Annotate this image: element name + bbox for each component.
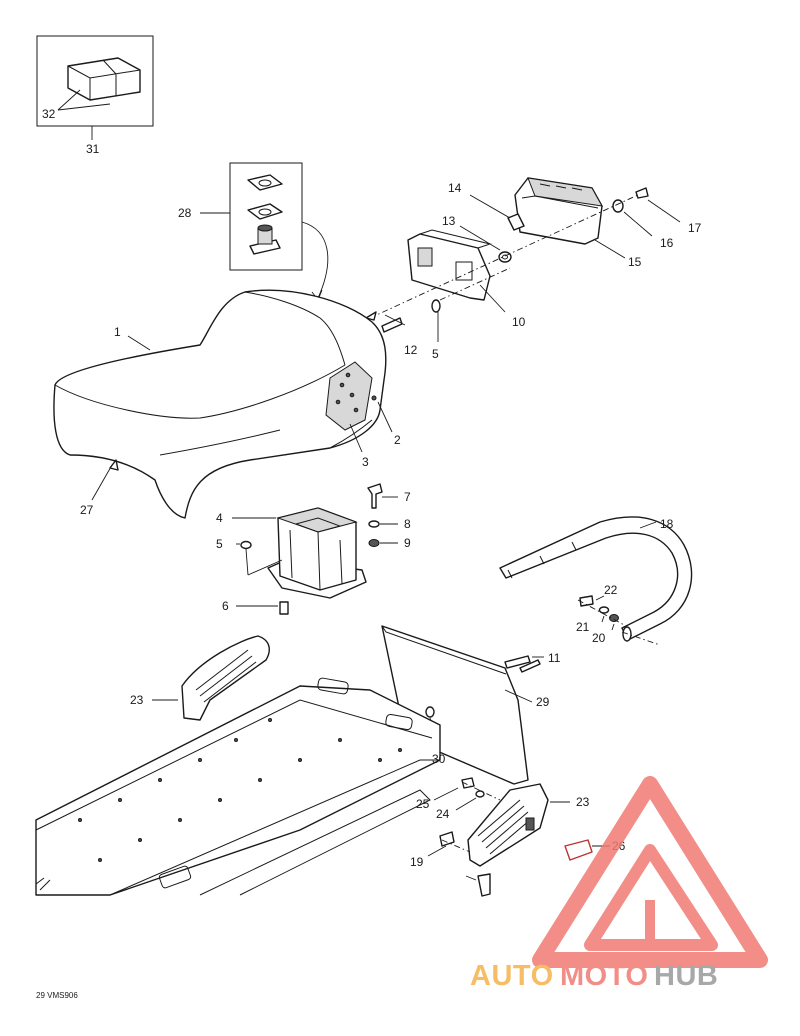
callout-17: 17 [688,221,702,235]
callout-9: 9 [404,536,411,550]
inset-box-31 [36,35,154,140]
storage-box [232,483,398,615]
callout-15: 15 [628,255,642,269]
callout-8: 8 [404,517,411,531]
inset-box-28 [200,162,329,301]
grab-handle [499,516,693,646]
seat [53,194,681,519]
callout-23-right: 23 [576,795,590,809]
taillight-assembly [365,177,649,333]
drawing-code: 29 VMS906 [36,991,78,1000]
callout-31: 31 [86,142,100,156]
callout-13: 13 [442,214,456,228]
callout-6: 6 [222,599,229,613]
callout-25: 25 [416,797,430,811]
tunnel-chassis [35,677,441,896]
callout-27: 27 [80,503,94,517]
callout-11: 11 [548,651,561,665]
callout-22: 22 [604,583,618,597]
watermark-text-moto: MOTO [560,960,648,992]
callout-24: 24 [436,807,450,821]
callout-29: 29 [536,695,550,709]
callout-18: 18 [660,517,674,531]
callout-1: 1 [114,325,121,339]
watermark-text-hub: HUB [654,960,718,992]
callout-14: 14 [448,181,462,195]
callout-30: 30 [432,752,446,766]
watermark-text-auto: AUTO [470,960,554,992]
callout-5-lower: 5 [216,537,223,551]
callout-3: 3 [362,455,369,469]
callout-labels: 32 31 28 14 13 17 16 15 10 12 5 1 2 3 27… [42,107,702,869]
warning-triangle-logo-icon [532,776,768,968]
callout-20: 20 [592,631,606,645]
guard-right [427,659,610,897]
callout-2: 2 [394,433,401,447]
callout-7: 7 [404,490,411,504]
guard-left [152,635,270,721]
callout-19: 19 [410,855,424,869]
callout-4: 4 [216,511,223,525]
callout-23-left: 23 [130,693,144,707]
callout-21: 21 [576,620,590,634]
callout-32: 32 [42,107,56,121]
callout-28: 28 [178,206,192,220]
callout-16: 16 [660,236,674,250]
callout-10: 10 [512,315,526,329]
watermark: AUTO MOTO HUB [470,776,768,992]
callout-5-upper: 5 [432,347,439,361]
callout-12: 12 [404,343,418,357]
